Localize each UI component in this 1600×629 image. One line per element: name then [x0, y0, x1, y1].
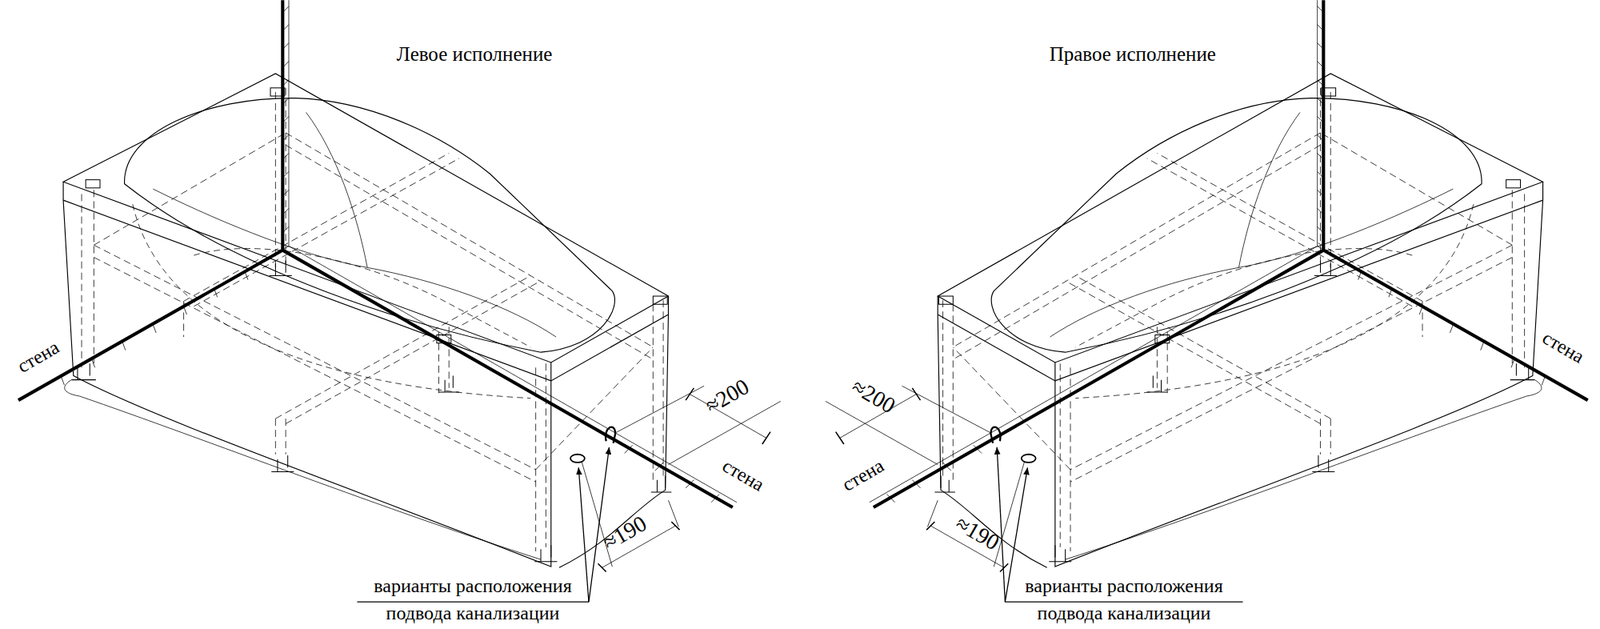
version-title: Правое исполнение [1049, 42, 1216, 67]
wall-label: стена [838, 454, 888, 497]
wall-label: стена [717, 454, 768, 497]
callout-note: варианты расположения подвода канализаци… [352, 572, 593, 627]
callout-note: варианты расположения подвода канализаци… [1004, 572, 1244, 627]
wall-label: стена [13, 336, 64, 379]
dimension-label: ≈190 [597, 509, 651, 556]
dimension-label: ≈200 [700, 372, 754, 420]
dimension-label: ≈200 [847, 372, 900, 420]
wall-label: стена [1538, 325, 1588, 368]
dimension-label: ≈190 [951, 509, 1004, 556]
version-title: Левое исполнение [396, 42, 553, 67]
